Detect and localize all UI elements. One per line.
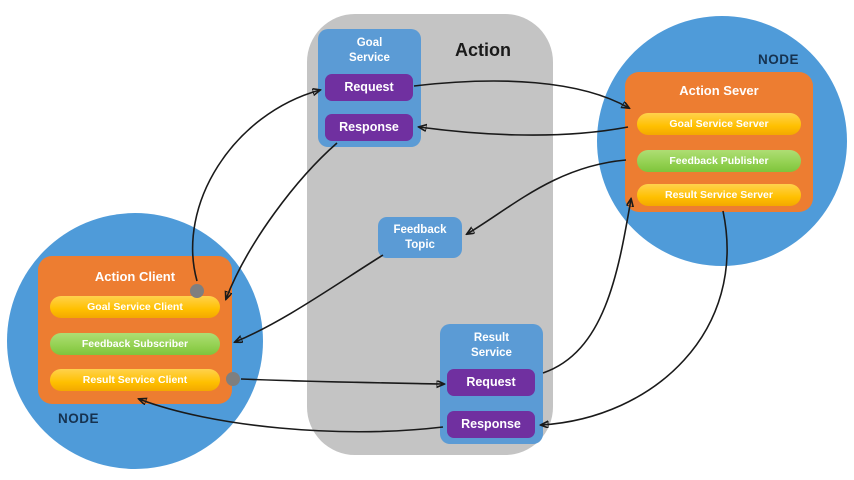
goal-service-server-pill: Goal Service Server <box>637 113 801 135</box>
result-connection-dot <box>226 372 240 386</box>
result-service-client-pill: Result Service Client <box>50 369 220 391</box>
feedback-subscriber-pill: Feedback Subscriber <box>50 333 220 355</box>
arrow-result-request-to-server <box>542 199 631 374</box>
goal-response-box: Response <box>325 114 413 141</box>
result-service-server-pill: Result Service Server <box>637 184 801 206</box>
action-client-title: Action Client <box>94 269 176 284</box>
goal-service-title: Goal Service <box>349 37 390 64</box>
action-client-box: Action Client Goal Service Client Feedba… <box>38 256 232 404</box>
feedback-topic-box: Feedback Topic <box>378 217 462 258</box>
result-service-title: Result Service <box>471 332 512 359</box>
goal-request-box: Request <box>325 74 413 101</box>
action-server-box: Action Sever Goal Service Server Feedbac… <box>625 72 813 212</box>
server-node-label: NODE <box>758 52 800 67</box>
goal-connection-dot <box>190 284 204 298</box>
action-title: Action <box>455 40 511 60</box>
result-request-box: Request <box>447 369 535 396</box>
goal-service-client-pill: Goal Service Client <box>50 296 220 318</box>
client-node-label: NODE <box>58 411 100 426</box>
action-server-title: Action Sever <box>679 83 759 98</box>
result-response-box: Response <box>447 411 535 438</box>
feedback-publisher-pill: Feedback Publisher <box>637 150 801 172</box>
